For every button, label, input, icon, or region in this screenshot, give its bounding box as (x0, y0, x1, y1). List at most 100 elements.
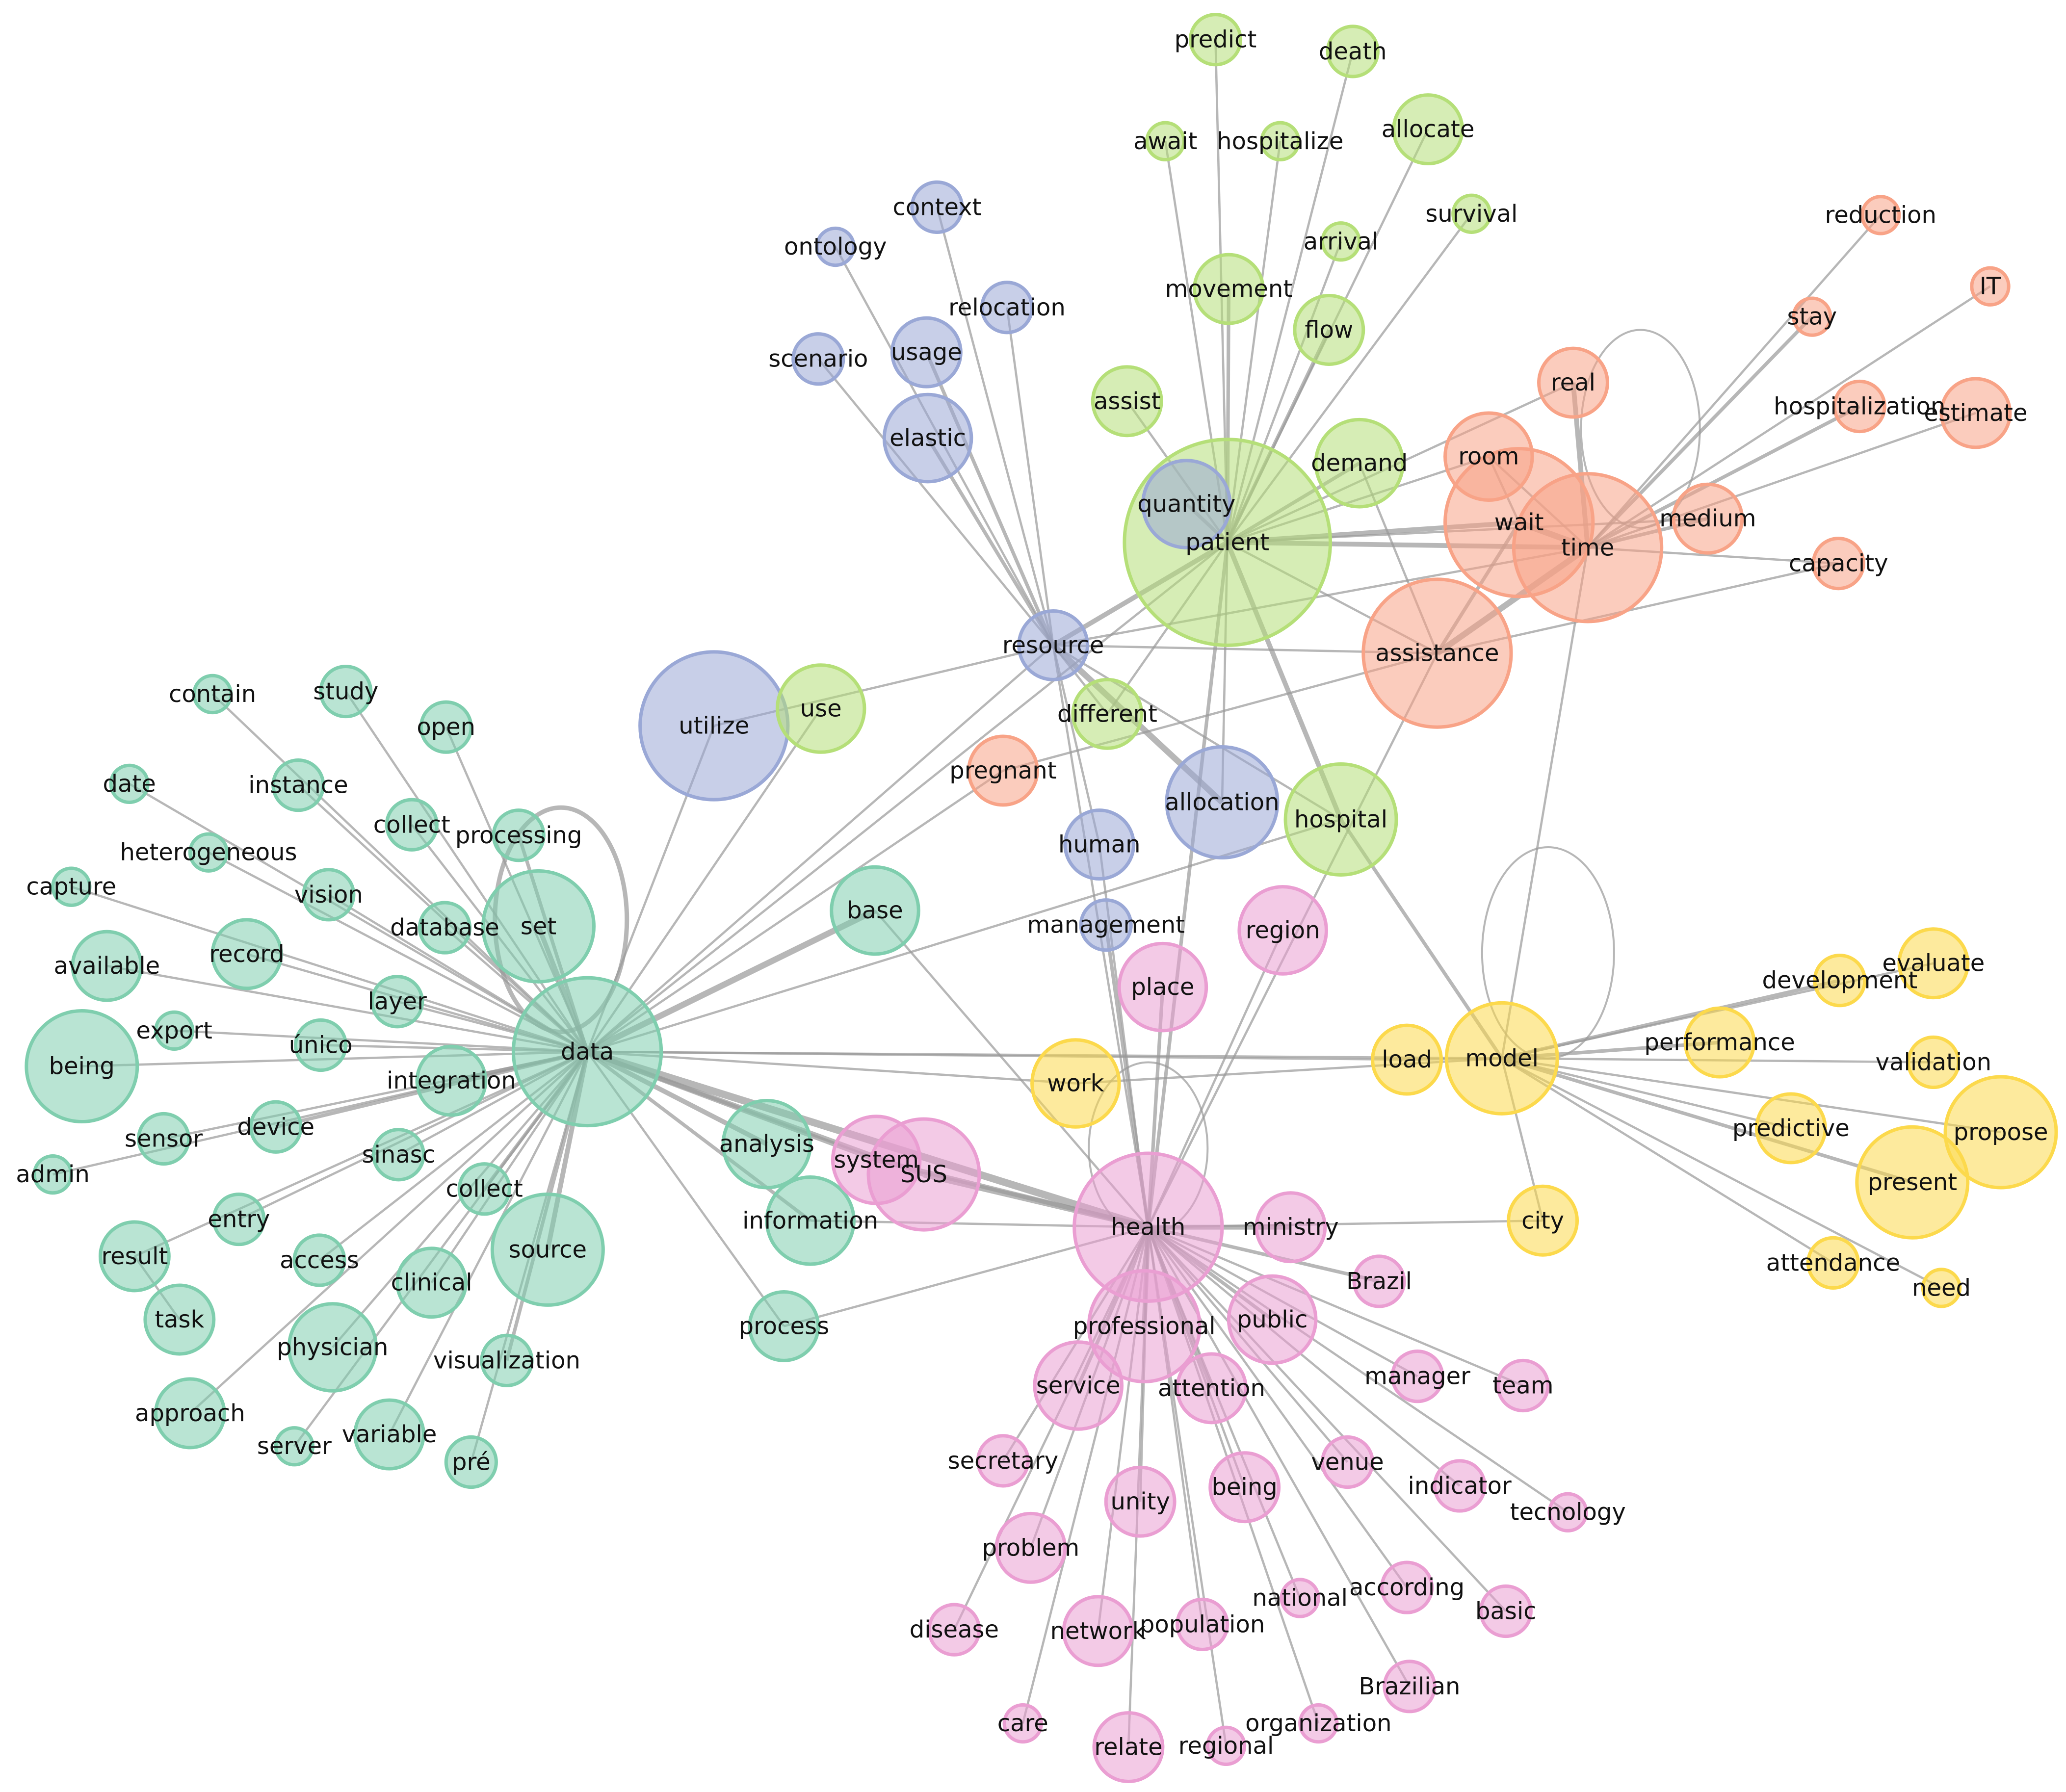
node-label-utilize: utilize (679, 712, 749, 740)
node-stay (1792, 296, 1832, 337)
node-label-hospitalization: hospitalization (1774, 393, 1945, 420)
node-layer (370, 975, 424, 1029)
node-use (775, 663, 866, 754)
node-regional (1205, 1725, 1247, 1766)
node-label-contain: contain (169, 680, 256, 708)
node-label-date: date (103, 770, 156, 798)
node-date (109, 763, 150, 805)
node-study (319, 664, 373, 719)
node-network (1062, 1595, 1134, 1667)
node-collect1 (385, 798, 439, 852)
node-label-stay: stay (1787, 303, 1837, 331)
node-label-information: information (742, 1207, 878, 1234)
node-access (292, 1233, 346, 1287)
node-label-await: await (1133, 128, 1197, 155)
node-label-regional: regional (1178, 1732, 1274, 1760)
edge-resource-context (936, 207, 1054, 646)
node-sensor (136, 1112, 191, 1166)
node-being_t (25, 1009, 139, 1124)
node-label-server: server (257, 1432, 332, 1460)
node-attendance (1806, 1236, 1860, 1290)
node-according (1380, 1560, 1434, 1614)
node-label-quantity: quantity (1137, 491, 1235, 518)
node-label-need: need (1912, 1274, 1971, 1301)
node-propose (1943, 1075, 2058, 1190)
node-elastic (882, 392, 973, 484)
node-label-access: access (280, 1247, 359, 1274)
node-disease (927, 1603, 981, 1657)
node-different (1071, 677, 1144, 750)
node-hospitalization (1832, 379, 1886, 434)
node-label-assistance: assistance (1375, 640, 1499, 667)
node-national (1280, 1578, 1320, 1618)
node-basic (1479, 1584, 1533, 1638)
node-label-being_t: being (49, 1053, 115, 1080)
node-label-result: result (101, 1243, 168, 1270)
node-label-resource: resource (1002, 631, 1104, 659)
node-performance (1683, 1006, 1756, 1079)
edge-model-development (1501, 979, 1840, 1060)
node-visualization (480, 1333, 534, 1387)
node-real (1537, 346, 1609, 419)
node-label-study: study (313, 678, 378, 705)
node-label-patient: patient (1185, 529, 1269, 556)
node-label-place: place (1131, 973, 1194, 1001)
node-label-wait: wait (1494, 509, 1544, 536)
node-label-physician: physician (277, 1333, 388, 1361)
node-label-reduction: reduction (1825, 201, 1936, 229)
node-label-evaluate: evaluate (1882, 950, 1985, 977)
node-data (511, 976, 663, 1128)
node-approach (154, 1377, 226, 1450)
node-label-analysis: analysis (719, 1130, 814, 1158)
node-label-estimate: estimate (1924, 399, 2027, 427)
node-label-Brazil: Brazil (1346, 1268, 1412, 1295)
node-label-elastic: elastic (889, 424, 966, 452)
node-evaluate (1897, 927, 1970, 1000)
node-label-according: according (1349, 1574, 1465, 1601)
node-label-venue: venue (1311, 1449, 1384, 1476)
node-label-model: model (1465, 1044, 1538, 1072)
node-label-scenario: scenario (768, 345, 868, 373)
node-capacity (1811, 537, 1865, 591)
node-label-service: service (1036, 1372, 1121, 1400)
node-label-national: national (1252, 1584, 1348, 1612)
node-movement (1192, 253, 1265, 325)
node-context (910, 180, 964, 234)
node-label-survival: survival (1425, 200, 1517, 228)
node-region (1237, 885, 1328, 976)
node-label-professional: professional (1073, 1312, 1216, 1340)
node-label-propose: propose (1954, 1118, 2048, 1146)
node-label-process: process (739, 1312, 829, 1340)
node-label-network: network (1050, 1617, 1146, 1645)
node-manager (1390, 1350, 1444, 1403)
node-export (154, 1010, 195, 1051)
node-label-death: death (1319, 38, 1387, 65)
node-system (831, 1115, 922, 1205)
node-label-capture: capture (26, 873, 116, 901)
node-label-management: management (1027, 911, 1185, 939)
node-vision (302, 868, 356, 922)
node-attention (1175, 1352, 1248, 1425)
node-label-work: work (1047, 1069, 1104, 1097)
node-label-sinasc: sinasc (362, 1141, 436, 1169)
node-resource (1017, 609, 1090, 681)
node-instance (271, 758, 325, 812)
node-information (765, 1175, 856, 1266)
node-team (1496, 1358, 1550, 1413)
node-variable (353, 1398, 425, 1471)
node-label-movement: movement (1165, 275, 1293, 303)
node-load (1371, 1023, 1443, 1096)
node-label-heterogeneous: heterogeneous (120, 839, 297, 866)
edge-resource-relocation (1006, 307, 1054, 646)
node-collect2 (457, 1162, 511, 1216)
node-capture (51, 866, 92, 907)
node-label-predictive: predictive (1732, 1115, 1850, 1142)
node-label-IT: IT (1980, 273, 2001, 300)
edge-data-pregnant (586, 770, 1004, 1053)
node-room (1443, 411, 1534, 502)
node-label-admin: admin (16, 1161, 89, 1188)
edge-resource-scenario (817, 358, 1054, 646)
node-label-present: present (1868, 1169, 1957, 1196)
edge-health-basic (1147, 1226, 1507, 1612)
node-label-assist: assist (1094, 388, 1161, 415)
